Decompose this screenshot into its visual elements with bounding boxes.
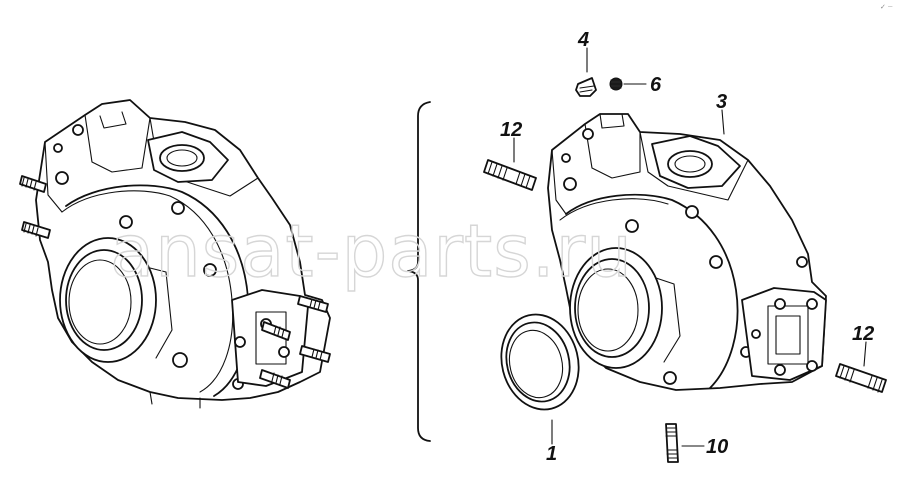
callout-4: 4: [577, 29, 589, 51]
stud-part-10: [665, 423, 679, 463]
callout-3: 3: [716, 91, 727, 113]
corner-mark: ✓ ┈: [880, 3, 893, 11]
callout-12-upper: 12: [500, 119, 522, 141]
seal-ring-part-1: [500, 313, 580, 411]
housing-part-3: [547, 113, 827, 391]
left-housing-assembly: [19, 99, 331, 409]
watermark: ansat-parts.ru: [110, 209, 633, 293]
left-studs: [19, 175, 51, 239]
leader-lines: [513, 47, 867, 447]
stud-part-12-lower: [835, 363, 887, 393]
callout-1: 1: [546, 443, 557, 465]
group-bracket: [407, 101, 431, 442]
callout-10: 10: [706, 436, 728, 458]
plug-part-6: [609, 77, 623, 91]
callout-6: 6: [650, 74, 662, 96]
callout-labels: 4 6 3 12 12 1 10: [500, 29, 874, 465]
stud-part-12-upper: [483, 159, 537, 191]
callout-12-lower: 12: [852, 323, 874, 345]
cap-part-4: [575, 77, 597, 97]
right-studs: [259, 295, 331, 389]
